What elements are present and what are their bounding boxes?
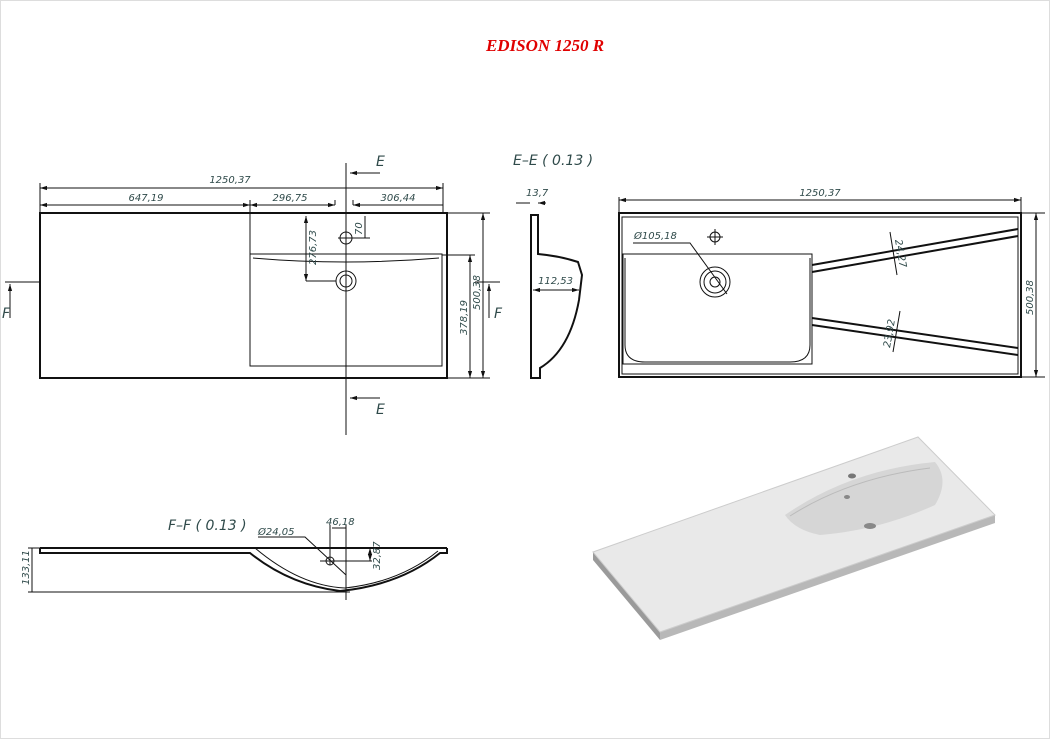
- tap-hole-icon: [709, 231, 721, 243]
- overflow-diameter: Ø24,05: [257, 526, 295, 538]
- dim-ff-vertical: 32,87: [372, 541, 383, 570]
- drawing-title: EDISON 1250 R: [485, 36, 604, 55]
- drain-icon: [699, 266, 731, 298]
- section-f-left-label: F: [2, 306, 11, 322]
- dim-left-width: 647,19: [129, 193, 164, 204]
- bottom-overall-width: 1250,37: [799, 188, 841, 199]
- dim-basin-to-tap: 296,75: [273, 193, 308, 204]
- dim-tap-offset: 70: [354, 222, 365, 235]
- section-e-top-label: E: [376, 154, 385, 170]
- dim-overall-depth: 500,38: [472, 275, 483, 310]
- 3d-render: [592, 436, 996, 640]
- plan-view: 1250,37 647,19 296,75 306,44 E E 276,73 …: [2, 154, 503, 435]
- section-ee: E–E ( 0.13 ) 13,7 112,53: [513, 153, 593, 379]
- rail-1-dim: 24,27: [892, 239, 908, 270]
- drain-diameter: Ø105,18: [633, 230, 677, 242]
- dim-ee-top: 13,7: [526, 188, 549, 199]
- section-ff-label: F–F ( 0.13 ): [168, 518, 247, 534]
- dim-overall-width: 1250,37: [209, 175, 251, 186]
- section-ff: F–F ( 0.13 ) Ø24,05 46,18 32,87 133,11: [21, 517, 448, 600]
- dim-tap-to-right: 306,44: [381, 193, 416, 204]
- bottom-view: Ø105,18 24,27 23,92 1250,37 500,38: [618, 188, 1045, 378]
- section-e-bottom-label: E: [376, 402, 385, 418]
- dim-basin-depth: 378,19: [459, 300, 470, 335]
- bottom-overall-depth: 500,38: [1025, 280, 1036, 315]
- dim-ff-horizontal: 46,18: [326, 517, 355, 528]
- dim-ff-height: 133,11: [21, 550, 32, 585]
- section-ee-label: E–E ( 0.13 ): [513, 153, 593, 169]
- section-f-right-label: F: [494, 306, 503, 322]
- dim-tap-to-drain: 276,73: [308, 230, 319, 265]
- dim-ee-mid: 112,53: [538, 276, 573, 287]
- rail-2-dim: 23,92: [882, 318, 898, 348]
